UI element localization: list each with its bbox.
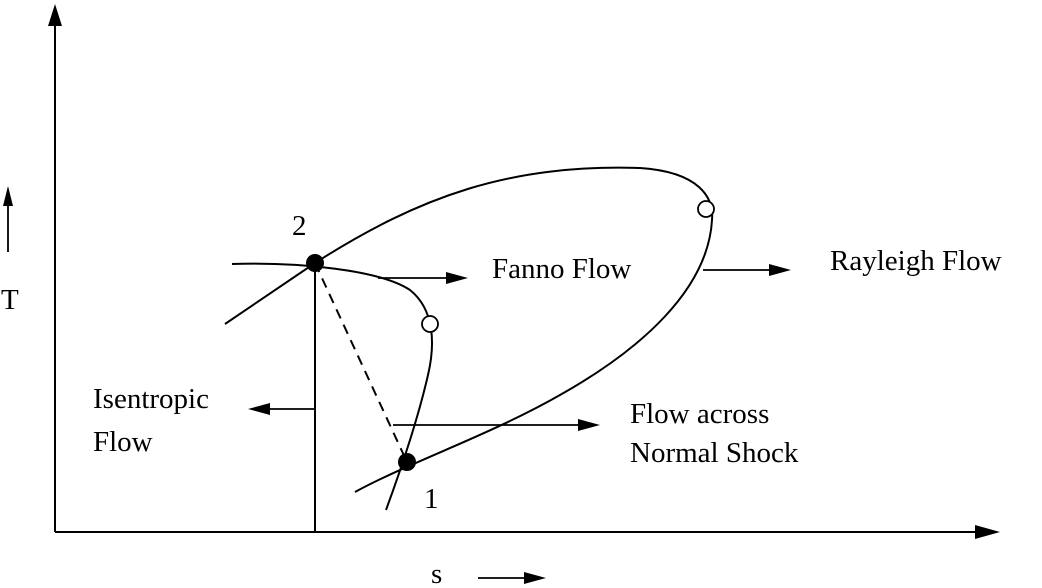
rayleigh-flow-label: Rayleigh Flow <box>830 245 1002 277</box>
x-label-right-arrowhead <box>524 572 546 584</box>
isentropic-flow-label-line2: Flow <box>93 426 153 458</box>
fanno-flow-arrowhead <box>446 272 468 284</box>
fanno-sonic-point <box>421 315 439 333</box>
x-axis-label: s <box>431 558 442 588</box>
normal-shock-arrowhead <box>578 419 600 431</box>
normal-shock-label-line2: Normal Shock <box>630 437 799 469</box>
isentropic-flow-label-line1: Isentropic <box>93 383 209 415</box>
rayleigh-sonic-point <box>697 200 715 218</box>
fanno-flow-label: Fanno Flow <box>492 253 631 285</box>
x-axis-label-group: s <box>431 558 546 588</box>
state-point-1 <box>398 453 416 471</box>
axes <box>48 4 1000 539</box>
y-axis-arrowhead <box>48 4 62 26</box>
x-axis-arrowhead <box>975 525 1000 539</box>
rayleigh-flow-arrowhead <box>769 264 791 276</box>
isentropic-flow-arrowhead <box>248 403 270 415</box>
state-point-2-label: 2 <box>292 210 307 242</box>
state-point-2 <box>306 254 324 272</box>
y-axis-label-group: T <box>1 186 19 316</box>
normal-shock-label-line1: Flow across <box>630 398 769 430</box>
y-axis-label: T <box>1 284 19 316</box>
rayleigh-curve <box>224 166 714 493</box>
normal-shock-line <box>314 262 408 463</box>
y-label-up-arrowhead <box>3 186 13 206</box>
state-point-1-label: 1 <box>424 483 439 515</box>
